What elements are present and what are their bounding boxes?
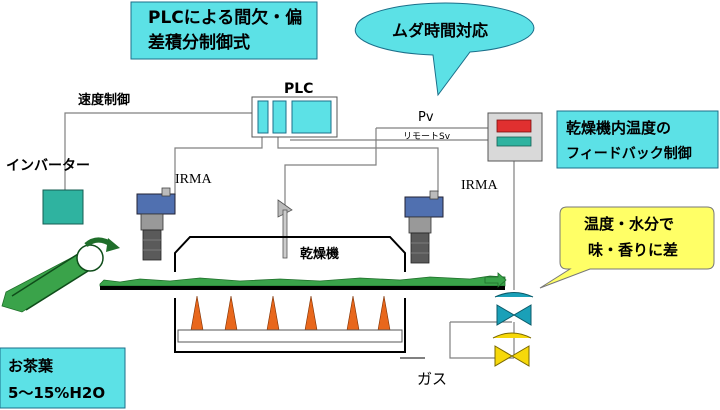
plc-method-line2: 差積分制御式 xyxy=(148,32,250,53)
plc-module-1 xyxy=(257,100,269,134)
signal-lines xyxy=(64,112,515,359)
plc-module-3 xyxy=(291,100,332,134)
temperature-controller xyxy=(487,112,543,162)
feedback-control-callout: 乾燥機内温度の フィードバック制御 xyxy=(556,110,719,169)
irma-right-label: IRMA xyxy=(461,178,498,193)
quality-line1: 温度・水分で xyxy=(584,215,674,233)
tea-line2: 5～15%H2O xyxy=(8,384,105,402)
inverter-label: インバーター xyxy=(6,158,90,174)
inverter: インバーター xyxy=(6,158,90,225)
inverter-box xyxy=(42,189,84,225)
dryer-label: 乾燥機 xyxy=(300,246,339,262)
feedback-line1: 乾燥機内温度の xyxy=(566,119,671,137)
plc-module-2 xyxy=(272,100,287,134)
irma-sensor-right: IRMA xyxy=(404,178,498,264)
burner-manifold xyxy=(177,329,403,343)
control-valve-teal[interactable] xyxy=(494,292,534,326)
quality-callout: 温度・水分で 味・香りに差 xyxy=(539,206,715,289)
quality-line2: 味・香りに差 xyxy=(588,241,678,259)
gas-valve-yellow[interactable] xyxy=(492,332,532,367)
controller-pv-display xyxy=(496,119,532,133)
feedback-line2: フィードバック制御 xyxy=(566,145,692,162)
gas-label: ガス xyxy=(417,370,447,388)
dead-time-text: ムダ時間対応 xyxy=(392,21,488,40)
speed-control-label: 速度制御 xyxy=(78,92,130,108)
irma-sensor-left: IRMA xyxy=(136,172,212,261)
irma-left-label: IRMA xyxy=(175,172,212,187)
pv-label: Pv xyxy=(418,110,434,125)
tea-line1: お茶葉 xyxy=(8,357,54,375)
plc-label: PLC xyxy=(284,81,313,97)
dryer: 乾燥機 xyxy=(174,236,406,353)
burners xyxy=(190,295,391,331)
feed-roller xyxy=(76,244,104,272)
controller-sv-display xyxy=(496,136,532,147)
dead-time-callout: ムダ時間対応 xyxy=(354,2,535,97)
plc-unit: PLC xyxy=(251,81,338,138)
tea-leaves-callout: お茶葉 5～15%H2O xyxy=(0,347,126,409)
remote-sv-label: リモートSv xyxy=(403,132,451,142)
temperature-probe xyxy=(277,199,293,259)
conveyor xyxy=(1,237,507,313)
plc-method-line1: PLCによる間欠・偏 xyxy=(148,7,302,28)
plc-method-callout: PLCによる間欠・偏 差積分制御式 xyxy=(130,1,318,60)
